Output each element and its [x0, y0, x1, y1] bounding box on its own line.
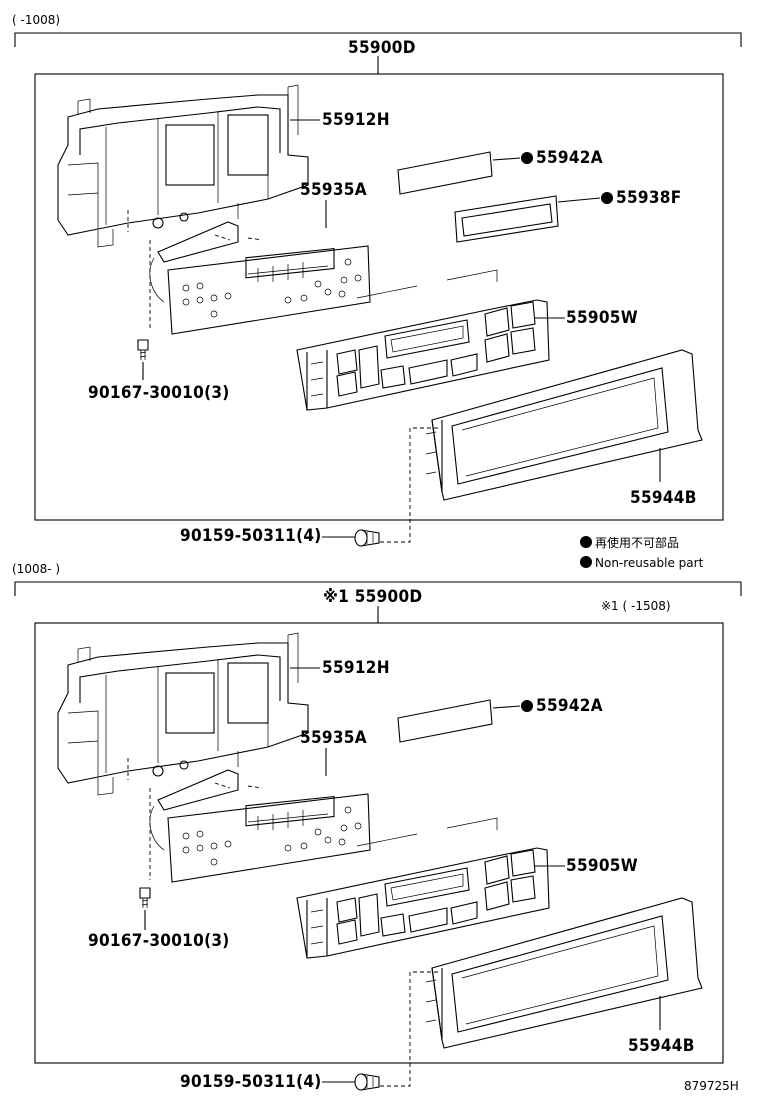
footnote-label: ※1 ( -1508) — [601, 599, 671, 613]
range-label-top: ( -1008) — [12, 13, 61, 27]
screw-drawing-2 — [139, 887, 151, 909]
leaders-top — [127, 119, 661, 543]
legend-jp: 再使用不可部品 — [580, 536, 679, 549]
bracket-drawing-2 — [57, 632, 309, 796]
part-label-sticker-2[interactable]: 55942A — [521, 698, 603, 715]
group-bracket-bottom — [14, 581, 742, 596]
legend-en: Non-reusable part — [580, 556, 703, 569]
part-label-bezel[interactable]: 55944B — [630, 488, 697, 508]
part-label-bezel-2[interactable]: 55944B — [628, 1036, 695, 1056]
part-label-circuit[interactable]: 55935A — [300, 180, 367, 200]
part-label-control-2[interactable]: 55905W — [566, 856, 638, 876]
assembly-frame-top — [34, 73, 724, 521]
part-label-control[interactable]: 55905W — [566, 308, 638, 328]
range-label-bottom: (1008- ) — [12, 562, 61, 576]
part-label-sticker[interactable]: 55942A — [521, 150, 603, 167]
part-label-bracket[interactable]: 55912H — [322, 110, 390, 130]
part-label-film[interactable]: 55938F — [601, 190, 681, 207]
legend-dot-icon — [580, 556, 592, 568]
screw-drawing — [137, 339, 149, 361]
control-panel-drawing-2 — [296, 817, 550, 959]
bracket-drawing — [57, 84, 309, 248]
legend-dot-icon — [580, 536, 592, 548]
leaders-bottom — [127, 667, 661, 1087]
part-label-screw[interactable]: 90167-30010(3) — [88, 383, 230, 403]
part-label-clip[interactable]: 90159-50311(4) — [180, 526, 322, 546]
film-drawing — [454, 195, 559, 243]
circuit-board-drawing — [149, 221, 371, 335]
assembly-frame-bottom — [34, 622, 724, 1064]
part-label-screw-2[interactable]: 90167-30010(3) — [88, 931, 230, 951]
clip-drawing-2 — [354, 1073, 380, 1091]
clip-drawing — [354, 529, 380, 547]
assembly-label-bottom: ※1 55900D — [323, 587, 423, 607]
non-reusable-dot-icon — [601, 192, 613, 204]
non-reusable-dot-icon — [521, 700, 533, 712]
circuit-board-drawing-2 — [149, 769, 371, 883]
group-bracket-top — [14, 32, 742, 47]
part-label-circuit-2[interactable]: 55935A — [300, 728, 367, 748]
part-label-bracket-2[interactable]: 55912H — [322, 658, 390, 678]
control-panel-drawing — [296, 269, 550, 411]
figure-id: 879725H — [684, 1079, 739, 1093]
assembly-label-top: 55900D — [348, 38, 416, 58]
part-label-clip-2[interactable]: 90159-50311(4) — [180, 1072, 322, 1092]
sticker-drawing-2 — [397, 699, 493, 743]
non-reusable-dot-icon — [521, 152, 533, 164]
sticker-drawing — [397, 151, 493, 195]
